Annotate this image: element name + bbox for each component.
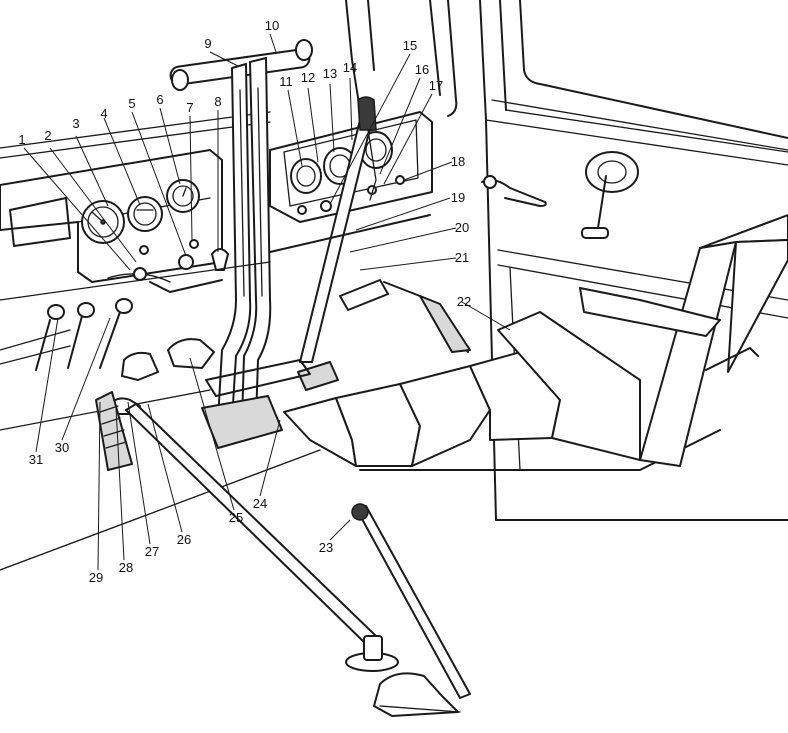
- oil-pressure-gauge: [290, 158, 322, 194]
- window-crank: [581, 151, 639, 239]
- temperature-gauge: [166, 179, 200, 213]
- steering-levers: [169, 39, 313, 421]
- callout-5: 5: [128, 96, 135, 111]
- callout-23: 23: [319, 540, 333, 555]
- callout-2: 2: [44, 128, 51, 143]
- callout-21: 21: [455, 250, 469, 265]
- hand-control-levers: [0, 298, 133, 371]
- callout-8: 8: [214, 94, 221, 109]
- callout-29: 29: [89, 570, 103, 585]
- callout-16: 16: [415, 62, 429, 77]
- callout-15: 15: [403, 38, 417, 53]
- dashboard-knobs: [133, 239, 229, 281]
- callout-labels: 1 2 3 4 5 6 7 8 9 10 11 12 13 14 15 16 1…: [18, 18, 471, 585]
- callout-9: 9: [204, 36, 211, 51]
- callout-1: 1: [18, 132, 25, 147]
- callout-6: 6: [156, 92, 163, 107]
- callout-22: 22: [457, 294, 471, 309]
- ammeter-gauge: [127, 196, 163, 232]
- callout-14: 14: [343, 60, 357, 75]
- brake-pedals: [111, 338, 215, 415]
- callout-20: 20: [455, 220, 469, 235]
- callout-11: 11: [279, 74, 293, 89]
- callout-30: 30: [55, 440, 69, 455]
- operator-seat: [283, 214, 788, 471]
- callout-13: 13: [323, 66, 337, 81]
- cab-front-frame: [0, 0, 458, 159]
- floor-console: [0, 214, 431, 571]
- callout-28: 28: [119, 560, 133, 575]
- callout-26: 26: [177, 532, 191, 547]
- callout-17: 17: [429, 78, 443, 93]
- callout-3: 3: [72, 116, 79, 131]
- linkage-rod: [125, 403, 399, 672]
- callout-4: 4: [100, 106, 107, 121]
- callout-7: 7: [186, 100, 193, 115]
- callout-19: 19: [451, 190, 465, 205]
- callout-31: 31: [29, 452, 43, 467]
- leader-lines: [23, 33, 511, 571]
- callout-12: 12: [301, 70, 315, 85]
- callout-25: 25: [229, 510, 243, 525]
- callout-10: 10: [265, 18, 279, 33]
- callout-18: 18: [451, 154, 465, 169]
- floor-lever: [351, 503, 471, 717]
- accelerator-pedal: [339, 279, 471, 353]
- door-handle: [481, 175, 547, 207]
- callout-27: 27: [145, 544, 159, 559]
- callout-24: 24: [253, 496, 267, 511]
